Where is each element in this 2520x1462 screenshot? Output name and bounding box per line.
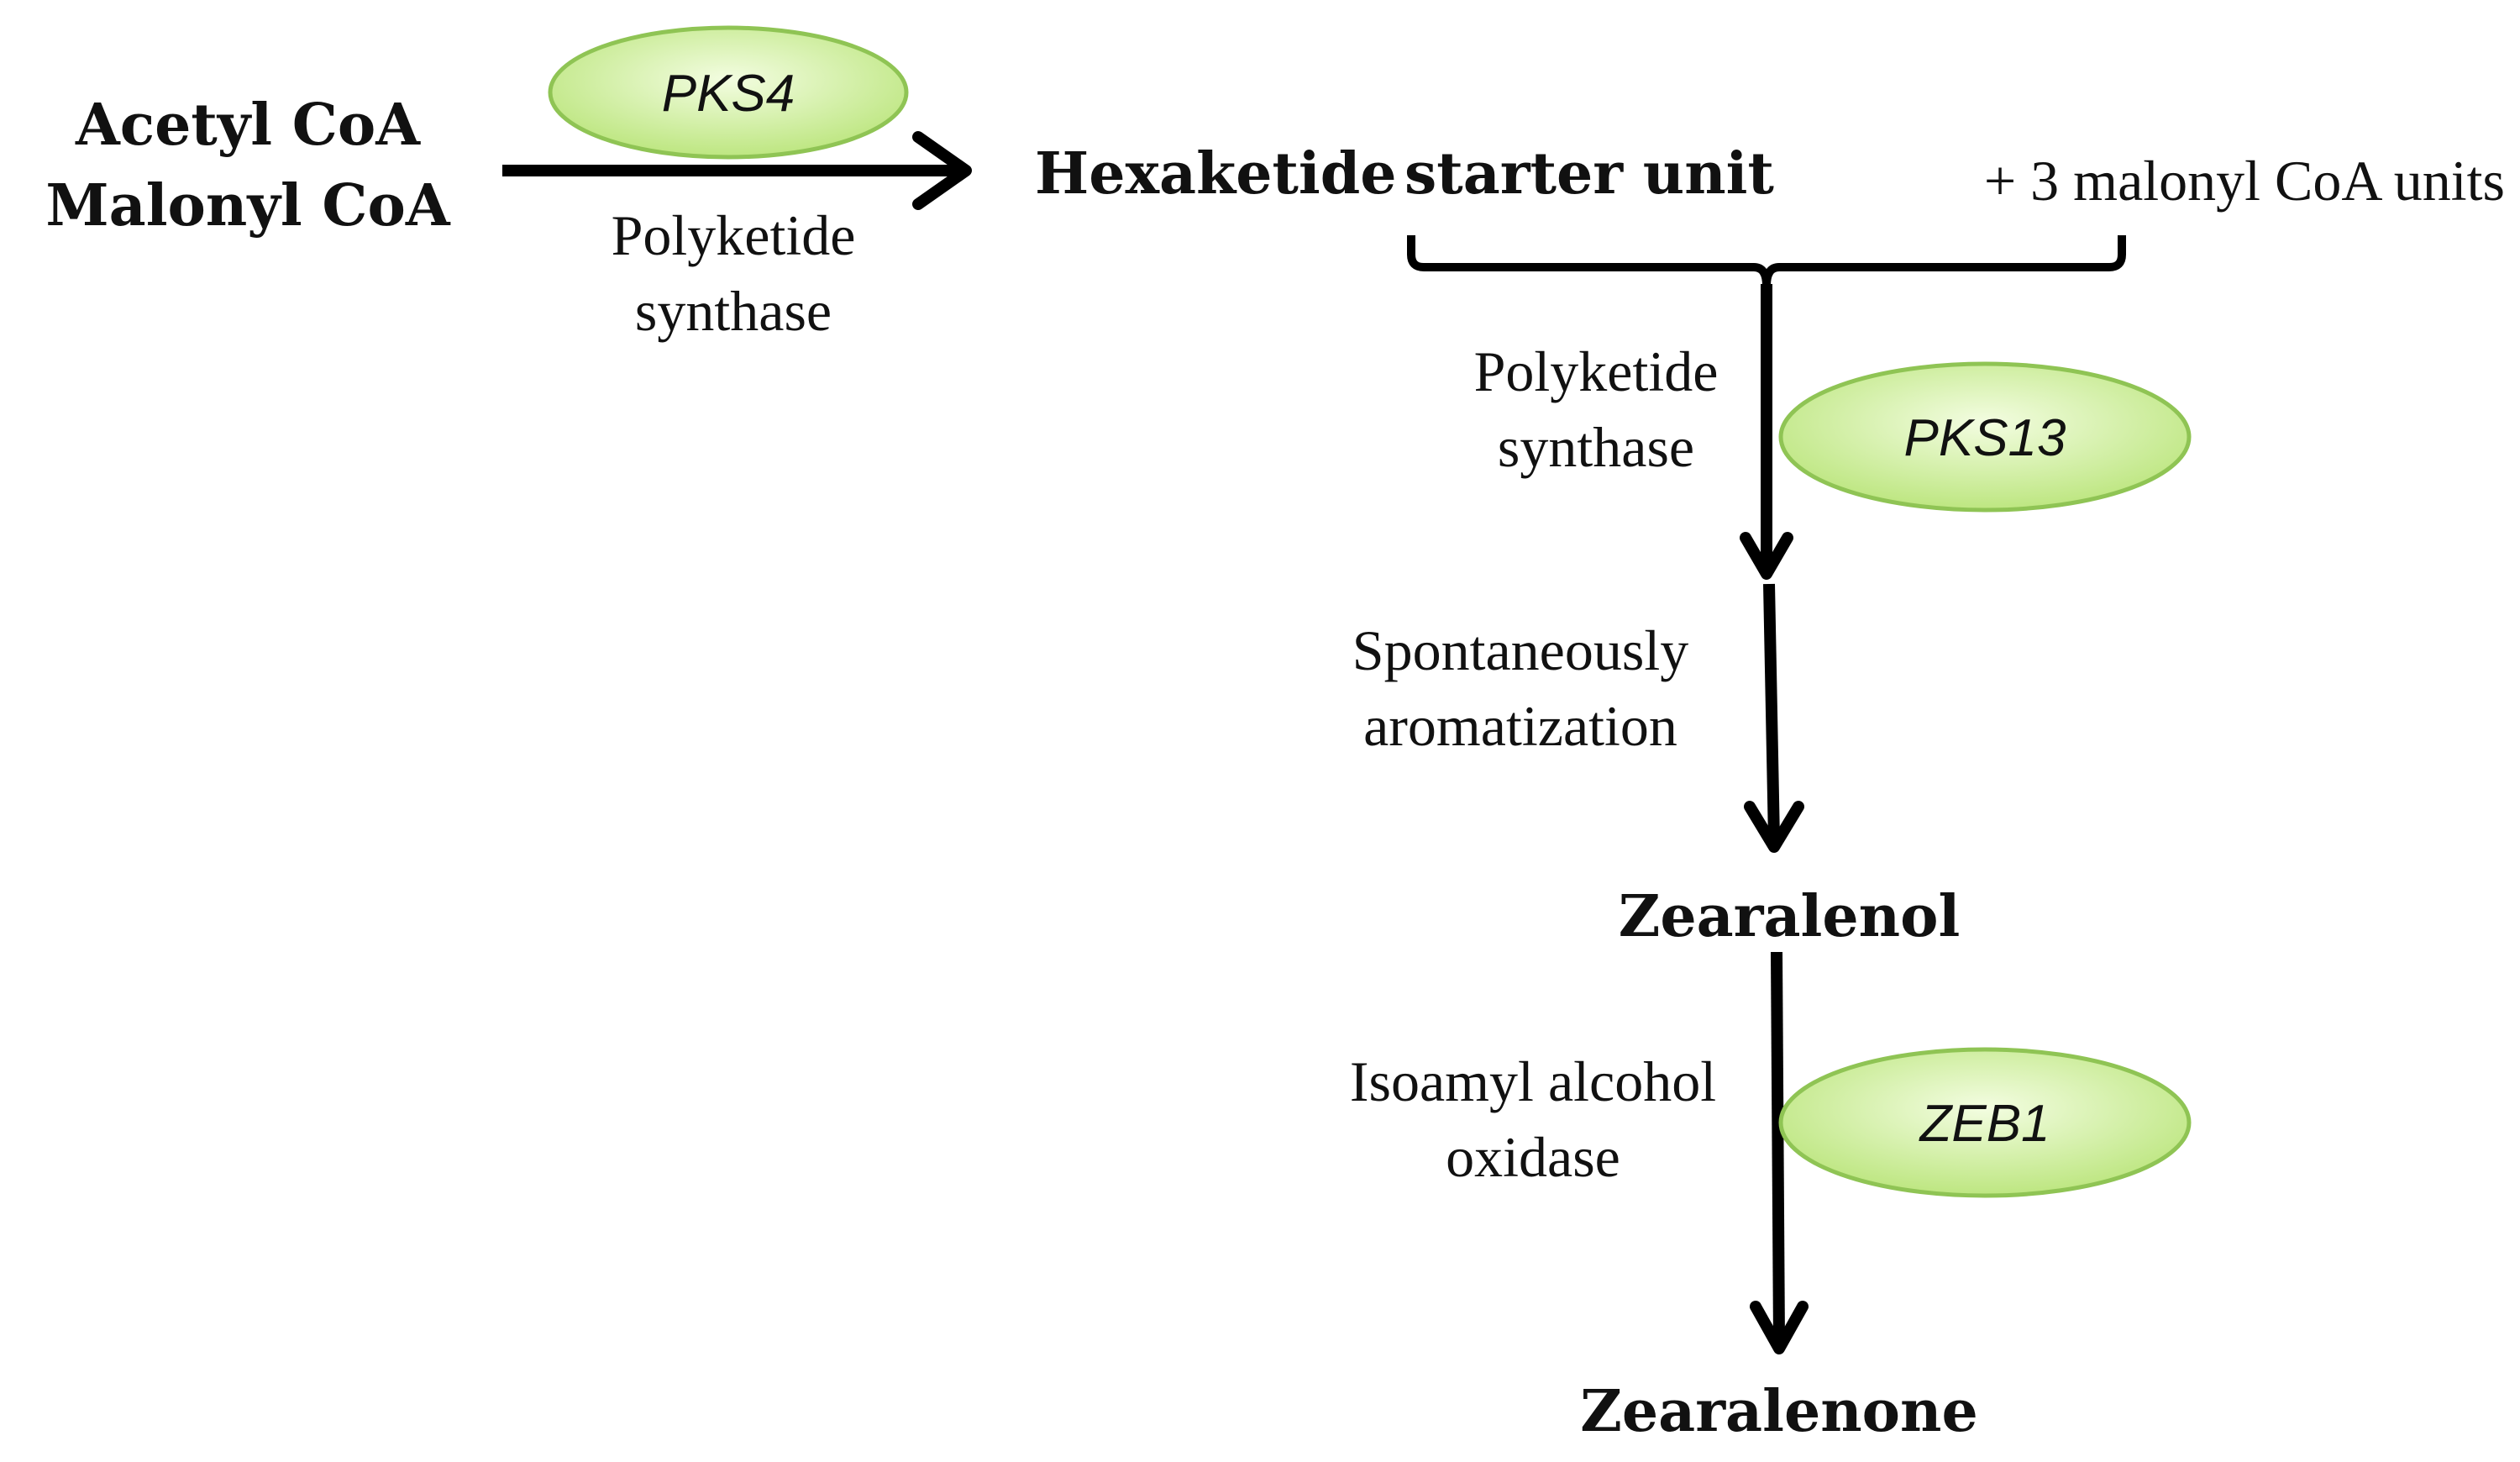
pks13-ellipse bbox=[1778, 361, 2192, 513]
arrow-step3 bbox=[1744, 583, 1804, 853]
step3-line1: Spontaneously bbox=[1352, 618, 1688, 682]
enzyme-pks4: PKS4 bbox=[548, 25, 909, 160]
zearalenone-label: Zearalenone bbox=[1580, 1378, 1977, 1445]
step2-enzyme-line2: synthase bbox=[1498, 415, 1694, 479]
malonyl-addition-label: + 3 malonyl CoA units bbox=[1984, 149, 2505, 213]
arrow-step4-head bbox=[1750, 1301, 1809, 1354]
arrow-step2 bbox=[1740, 284, 1793, 580]
arrow-step4-shaft bbox=[1771, 951, 1785, 1344]
step1-enzyme-line2: synthase bbox=[635, 279, 832, 343]
pks4-ellipse bbox=[548, 25, 909, 160]
step1-enzyme-line1: Polyketide bbox=[612, 203, 856, 267]
arrow-step4 bbox=[1750, 951, 1809, 1354]
hexaketide-label: Hexaketide bbox=[1035, 140, 1397, 208]
arrow-step3-shaft bbox=[1763, 583, 1780, 841]
arrow-step1 bbox=[502, 131, 972, 210]
step3-line2: aromatization bbox=[1363, 694, 1677, 758]
enzyme-pks13: PKS13 bbox=[1778, 361, 2192, 513]
step4-enzyme-line2: oxidase bbox=[1446, 1125, 1620, 1189]
zeb1-label: ZEB1 bbox=[1918, 1095, 2050, 1153]
enzyme-zeb1: ZEB1 bbox=[1778, 1047, 2192, 1198]
bracket bbox=[1407, 235, 2126, 290]
pks13-label: PKS13 bbox=[1903, 409, 2066, 467]
substrate-acetyl-coa: Acetyl CoA bbox=[75, 92, 421, 159]
arrow-step2-head bbox=[1740, 532, 1793, 580]
zearalenol-label: Zearalenol bbox=[1619, 883, 1961, 950]
zeb1-ellipse bbox=[1778, 1047, 2192, 1198]
substrate-malonyl-coa: Malonyl CoA bbox=[45, 172, 450, 239]
step4-enzyme-line1: Isoamyl alcohol bbox=[1350, 1049, 1716, 1113]
arrow-step1-head bbox=[912, 131, 972, 210]
arrow-step3-head bbox=[1744, 801, 1804, 853]
pks4-label: PKS4 bbox=[662, 65, 795, 123]
starter-unit-label: starter unit bbox=[1404, 140, 1774, 208]
step2-enzyme-line1: Polyketide bbox=[1474, 339, 1719, 403]
